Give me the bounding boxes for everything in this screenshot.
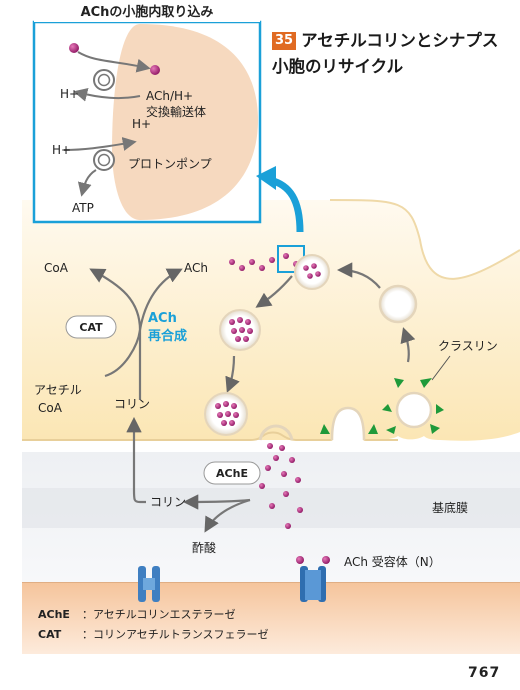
muscle-membrane-region xyxy=(22,582,520,654)
figure-number-badge: 35 xyxy=(272,32,297,50)
zoom-callout-arrowhead xyxy=(256,166,276,190)
ach-molecule xyxy=(249,259,255,265)
ach-synthesis-arrow xyxy=(104,268,183,378)
full-to-dock-arrow xyxy=(225,355,240,393)
ach-product-label: ACh xyxy=(184,261,208,275)
basement-membrane-label: 基底膜 xyxy=(432,500,468,515)
ach-molecule xyxy=(283,253,289,259)
ache-badge-label: AChE xyxy=(216,467,248,480)
inset-hplus-out: H+ xyxy=(60,87,79,101)
receptor-label: ACh 受容体（N） xyxy=(344,554,441,569)
legend-row: CAT ：コリンアセチルトランスフェラーゼ xyxy=(38,625,269,645)
inset-hplus-in: H+ xyxy=(132,117,151,131)
ach-uptake-arrow xyxy=(77,51,151,73)
title-line-1: アセチルコリンとシナプス xyxy=(301,31,499,50)
recycle-to-fill-arrow xyxy=(336,262,381,289)
filling-vesicle xyxy=(294,254,330,290)
atp-label: ATP xyxy=(72,201,94,215)
ach-molecule xyxy=(229,259,235,265)
fusion-pore xyxy=(258,424,294,441)
acetyl-coa-label-1: アセチル xyxy=(34,383,82,397)
inset-heading: AChの小胞内取り込み xyxy=(81,4,214,20)
ach-receptor-bound xyxy=(296,556,330,602)
legend-row: AChE ：アセチルコリンエステラーゼ xyxy=(38,605,269,625)
vesicle-ach-cluster xyxy=(303,263,321,279)
terminal-outline xyxy=(329,199,520,280)
choline-reuptake-arrow xyxy=(126,416,146,504)
released-ach-molecules xyxy=(259,443,303,529)
acetyl-coa-label-2: CoA xyxy=(38,401,63,415)
legend-abbr: CAT xyxy=(38,628,62,641)
uncoat-arrow xyxy=(400,327,416,363)
ach-receptor-empty xyxy=(138,566,160,602)
abbreviation-legend: AChE ：アセチルコリンエステラーゼ CAT ：コリンアセチルトランスフェラーゼ xyxy=(38,605,269,645)
clathrin-leader-line xyxy=(431,355,451,381)
ach-molecule-inside xyxy=(150,65,160,75)
inset-hplus-pump: H+ xyxy=(52,143,71,157)
legend-text: ：コリンアセチルトランスフェラーゼ xyxy=(82,628,269,641)
title-line-2: 小胞のリサイクル xyxy=(272,57,404,76)
choline-cleft-label: コリン xyxy=(150,495,186,509)
clathrin-coated-vesicle xyxy=(382,378,444,434)
choline-uptake-label: コリン xyxy=(114,397,150,411)
ache-badge xyxy=(203,461,261,485)
proton-efflux-arrow xyxy=(73,87,141,102)
ache-to-choline-arrow xyxy=(182,494,251,510)
inset-vesicle-interior xyxy=(112,24,258,220)
inset-heading-bg xyxy=(34,0,260,22)
clathrin-label: クラスリン xyxy=(438,339,498,353)
resynthesis-label-1: ACh xyxy=(148,311,177,326)
legend-abbr: AChE xyxy=(38,608,70,621)
ach-molecule xyxy=(269,257,275,263)
ach-molecule-outside xyxy=(69,43,79,53)
transporter-label-2: 交換輸送体 xyxy=(146,104,206,119)
acetate-label: 酢酸 xyxy=(192,540,216,555)
ach-molecule xyxy=(259,265,265,271)
vesicle-ach-cluster xyxy=(215,401,239,426)
proton-pump-arrow xyxy=(63,137,137,151)
proton-pump-label: プロトンポンプ xyxy=(128,157,212,171)
ache-to-acetate-arrow xyxy=(204,498,251,533)
cat-badge-label: CAT xyxy=(79,321,103,334)
legend-text: ：アセチルコリンエステラーゼ xyxy=(82,608,236,621)
filling-to-full-arrow xyxy=(255,275,293,308)
transporter-label-1: ACh/H+ xyxy=(146,89,193,103)
ach-molecule xyxy=(239,265,245,271)
resynthesis-label-2: 再合成 xyxy=(148,328,187,344)
cat-badge xyxy=(65,315,117,339)
vesicle-ach-cluster xyxy=(229,317,253,342)
clathrin-marker xyxy=(368,424,378,434)
atp-arrow xyxy=(77,169,97,197)
coa-label: CoA xyxy=(44,261,69,275)
clathrin-marker xyxy=(320,424,330,434)
page-number: 767 xyxy=(468,665,501,681)
endocytic-omega-vesicle xyxy=(330,406,366,441)
